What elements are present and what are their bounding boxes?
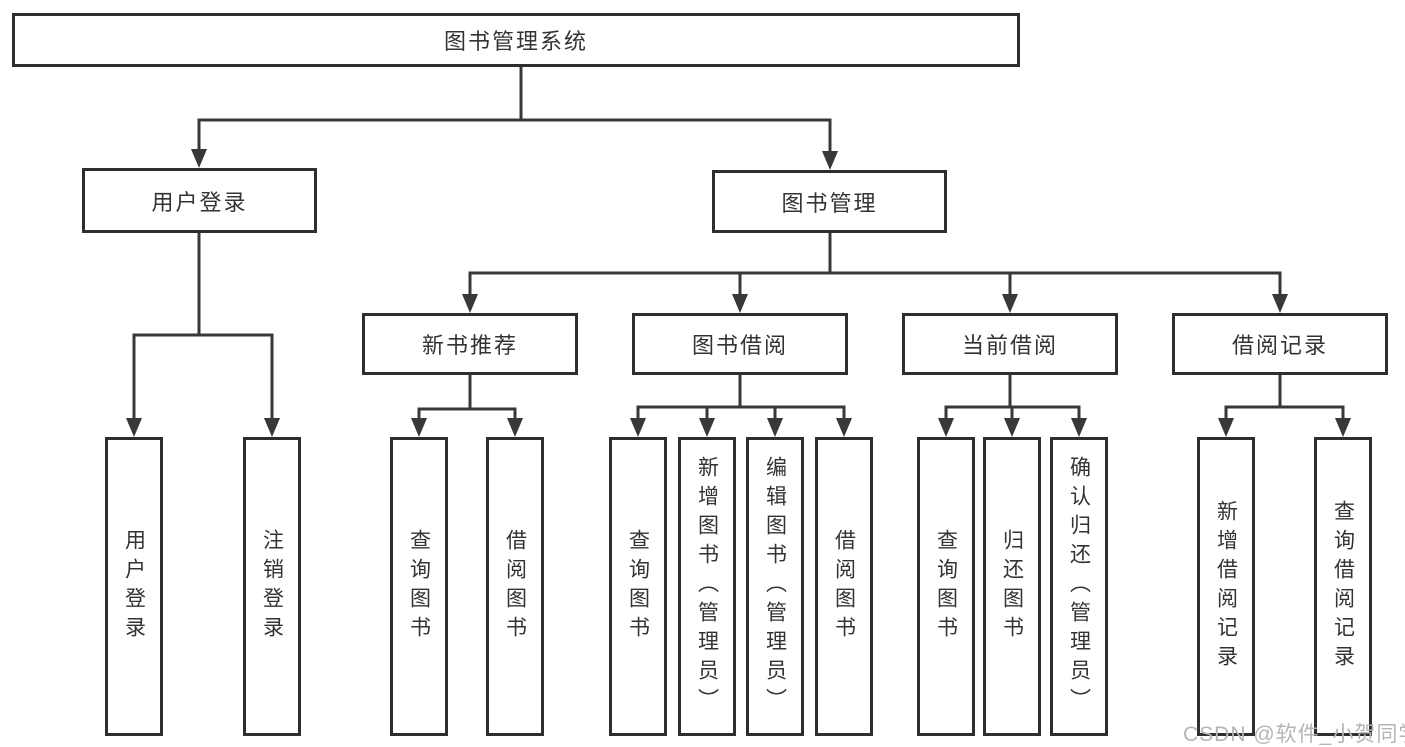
node-leaf-cb-query: 查询图书 bbox=[917, 437, 975, 736]
node-user-login: 用户登录 bbox=[82, 168, 317, 233]
node-new-book-rec: 新书推荐 bbox=[362, 313, 578, 375]
node-leaf-user-login: 用户登录 bbox=[105, 437, 163, 736]
node-label: 借阅记录 bbox=[1231, 333, 1328, 358]
node-leaf-bb-edit: 编辑图书（管理员） bbox=[746, 437, 804, 736]
node-label: 新书推荐 bbox=[421, 333, 518, 358]
node-leaf-cb-return: 归还图书 bbox=[983, 437, 1041, 736]
watermark: CSDN @软件_小贺同学 bbox=[1183, 723, 1405, 746]
node-label: 用户登录 bbox=[122, 528, 146, 645]
node-root: 图书管理系统 bbox=[12, 13, 1020, 67]
node-label: 图书管理系统 bbox=[443, 29, 588, 54]
node-leaf-bb-query: 查询图书 bbox=[609, 437, 667, 736]
node-book-borrow: 图书借阅 bbox=[632, 313, 848, 375]
node-leaf-br-query: 查询借阅记录 bbox=[1314, 437, 1372, 736]
node-label: 查询借阅记录 bbox=[1331, 499, 1355, 674]
node-current-borrow: 当前借阅 bbox=[902, 313, 1118, 375]
node-label: 图书管理 bbox=[781, 190, 878, 216]
node-label: 当前借阅 bbox=[961, 333, 1058, 358]
node-label: 借阅图书 bbox=[503, 528, 527, 645]
node-label: 注销登录 bbox=[260, 528, 284, 645]
node-label: 图书借阅 bbox=[691, 333, 788, 358]
node-leaf-bb-add: 新增图书（管理员） bbox=[678, 437, 736, 736]
node-leaf-br-add: 新增借阅记录 bbox=[1197, 437, 1255, 736]
node-leaf-rec-query: 查询图书 bbox=[390, 437, 448, 736]
node-leaf-rec-borrow: 借阅图书 bbox=[486, 437, 544, 736]
node-label: 用户登录 bbox=[151, 189, 248, 215]
node-book-mgmt: 图书管理 bbox=[712, 170, 947, 233]
node-label: 确认归还（管理员） bbox=[1067, 456, 1091, 717]
node-leaf-bb-borrow: 借阅图书 bbox=[815, 437, 873, 736]
node-label: 查询图书 bbox=[407, 528, 431, 645]
node-label: 查询图书 bbox=[626, 528, 650, 645]
node-leaf-logout: 注销登录 bbox=[243, 437, 301, 736]
node-label: 查询图书 bbox=[934, 528, 958, 645]
node-borrow-records: 借阅记录 bbox=[1172, 313, 1388, 375]
node-label: 新增借阅记录 bbox=[1214, 499, 1238, 674]
node-label: 借阅图书 bbox=[832, 528, 856, 645]
node-label: 归还图书 bbox=[1000, 528, 1024, 645]
node-leaf-cb-confirm: 确认归还（管理员） bbox=[1050, 437, 1108, 736]
node-label: 新增图书（管理员） bbox=[695, 456, 719, 717]
node-label: 编辑图书（管理员） bbox=[763, 456, 787, 717]
